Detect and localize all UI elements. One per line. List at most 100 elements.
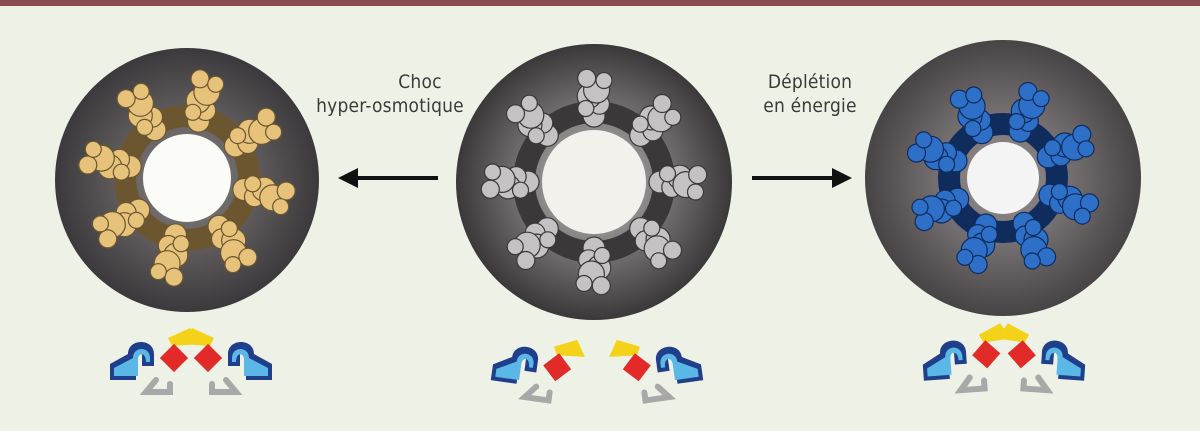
subunit-blob (658, 165, 677, 183)
subunit-blob (136, 118, 154, 137)
ring-hole (542, 130, 646, 234)
subunit (1038, 183, 1100, 225)
subunit-blob (650, 252, 668, 270)
subunit-blob (688, 165, 708, 185)
ring-right (906, 81, 1100, 275)
subunit (956, 213, 998, 275)
subunit-blob (184, 103, 202, 121)
subunit-blob (1023, 252, 1041, 270)
subunit-blob (516, 250, 536, 271)
subunit (648, 164, 708, 201)
subunit-blob (664, 108, 682, 126)
subunit-blob (112, 163, 130, 181)
subunit-blob (520, 94, 538, 112)
subunit-blob (149, 263, 167, 281)
subunit-blob (480, 179, 500, 199)
subunit-blob (591, 276, 611, 296)
subunit-blob (575, 274, 593, 293)
subunit (506, 217, 559, 271)
subunit-blob (256, 107, 276, 127)
domain-cartoon (922, 323, 1012, 394)
subunit-blob (127, 211, 145, 229)
yellow-domain (996, 323, 1030, 343)
gray-linker (517, 383, 553, 404)
subunit-blob (631, 115, 649, 133)
cyan-domain (927, 347, 963, 377)
subunit-blob (944, 199, 963, 217)
subunit-blob (911, 198, 929, 216)
subunit-blob (1073, 207, 1091, 225)
label-energy-depletion-line1: Déplétion (767, 71, 853, 93)
subunit (91, 198, 151, 249)
subunit (575, 236, 612, 296)
gray-linker (954, 374, 988, 394)
subunit-blob (964, 119, 982, 138)
subunit (1036, 124, 1095, 169)
subunit-blob (965, 86, 983, 104)
subunit-blob (220, 220, 238, 238)
gray-linker (209, 377, 243, 395)
gray-linker (139, 377, 173, 395)
yellow-domain (609, 339, 640, 358)
subunit-blob (577, 99, 595, 118)
red-domain (622, 353, 651, 382)
subunit-blob (1050, 183, 1069, 201)
domain-cartoon (996, 323, 1086, 394)
label-hyper-osmotic-line1: Choc (398, 71, 442, 93)
subunit-blob (265, 123, 283, 141)
label-energy-depletion-line2: en énergie (763, 95, 857, 117)
subunit (232, 175, 296, 216)
subunit-blob (505, 104, 526, 124)
subunit-blob (643, 219, 661, 237)
subunit-blob (238, 247, 258, 267)
subunit (207, 214, 258, 274)
subunit-blob (593, 246, 611, 265)
subunit-blob (244, 175, 262, 193)
subunit-blob (539, 231, 557, 249)
ring-lattice (938, 113, 1068, 243)
subunit (78, 140, 142, 181)
subunit-blob (78, 155, 98, 175)
subunit (184, 69, 225, 133)
subunit-blob (276, 181, 296, 201)
subunit-blob (172, 235, 190, 253)
subunit-blob (207, 75, 225, 93)
cyan-domain (495, 353, 534, 381)
subunit (911, 187, 970, 232)
cyan-domain (232, 349, 268, 376)
subunit-blob (915, 131, 933, 149)
subunit-blob (164, 267, 184, 287)
subunit (949, 86, 994, 145)
subunit-blob (980, 225, 998, 243)
subunit (505, 94, 559, 147)
subunit-blob (527, 127, 545, 145)
red-domain (1007, 340, 1036, 369)
subunit-blob (190, 69, 210, 89)
cyan-domain (1045, 347, 1081, 377)
subunit-blob (662, 240, 683, 260)
subunit (223, 107, 283, 158)
subunit-blob (1043, 139, 1062, 157)
yellow-domain (554, 339, 585, 358)
subunit (149, 223, 190, 287)
gray-linker (1020, 374, 1054, 394)
subunit-blob (652, 93, 672, 114)
domain-cartoon (490, 339, 585, 404)
subunit (629, 217, 683, 270)
ring-center (480, 68, 708, 296)
subunit-blob (98, 229, 118, 249)
subunit-blob (686, 183, 705, 201)
subunit-blob (132, 82, 150, 101)
cyan-domain (114, 349, 150, 376)
cyan-domain (660, 353, 699, 381)
ring-hole (967, 142, 1039, 214)
subunit-blob (511, 181, 530, 199)
yellow-domain (182, 328, 214, 346)
subunit-blob (1077, 140, 1095, 158)
subunit-blob (229, 127, 247, 145)
subunit-blob (84, 140, 102, 158)
label-hyper-osmotic-line2: hyper-osmotique (316, 95, 464, 117)
red-domain (543, 353, 572, 382)
